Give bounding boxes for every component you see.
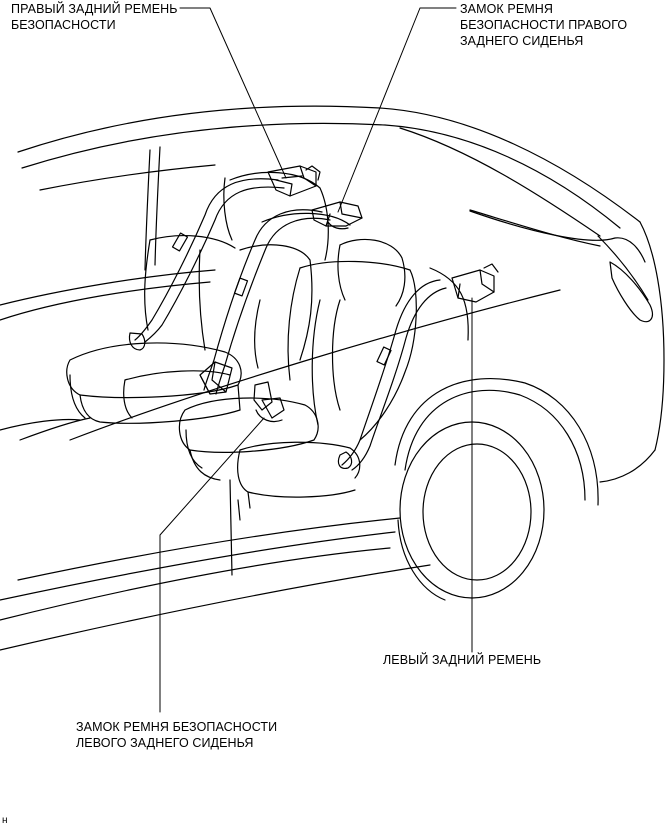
- corner-code: н: [2, 815, 8, 826]
- label-line: ЗАДНЕГО СИДЕНЬЯ: [460, 34, 584, 48]
- label-line: ЛЕВЫЙ ЗАДНИЙ РЕМЕНЬ: [383, 653, 542, 667]
- leader-left-rear-buckle: [159, 417, 265, 713]
- label-line: ЗАМОК РЕМНЯ: [460, 2, 554, 16]
- rear-wheel: [394, 377, 599, 601]
- leader-right-rear-buckle: [337, 7, 457, 213]
- rear-seat: [66, 171, 417, 521]
- left-rear-seat-belt: [337, 263, 499, 471]
- label-line: БЕЗОПАСНОСТИ: [11, 18, 116, 32]
- label-line: ЗАМОК РЕМНЯ БЕЗОПАСНОСТИ: [76, 720, 278, 734]
- label-right-rear-seat-belt: ПРАВЫЙ ЗАДНИЙ РЕМЕНЬ БЕЗОПАСНОСТИ: [11, 1, 178, 33]
- leader-right-rear-belt: [179, 7, 287, 179]
- label-line: ЛЕВОГО ЗАДНЕГО СИДЕНЬЯ: [76, 736, 254, 750]
- left-rear-seat-buckle: [253, 381, 285, 423]
- label-right-rear-seat-buckle: ЗАМОК РЕМНЯ БЕЗОПАСНОСТИ ПРАВОГО ЗАДНЕГО…: [460, 1, 627, 49]
- label-left-rear-seat-buckle: ЗАМОК РЕМНЯ БЕЗОПАСНОСТИ ЛЕВОГО ЗАДНЕГО …: [76, 719, 277, 751]
- leader-lines: [159, 7, 473, 713]
- right-rear-seat-belt: [128, 165, 321, 351]
- car-body-outline: [0, 105, 665, 651]
- label-line: ПРАВЫЙ ЗАДНИЙ РЕМЕНЬ: [11, 2, 178, 16]
- center-seat-belt: [199, 201, 363, 395]
- label-left-rear-seat-belt: ЛЕВЫЙ ЗАДНИЙ РЕМЕНЬ: [383, 652, 541, 668]
- label-line: БЕЗОПАСНОСТИ ПРАВОГО: [460, 18, 628, 32]
